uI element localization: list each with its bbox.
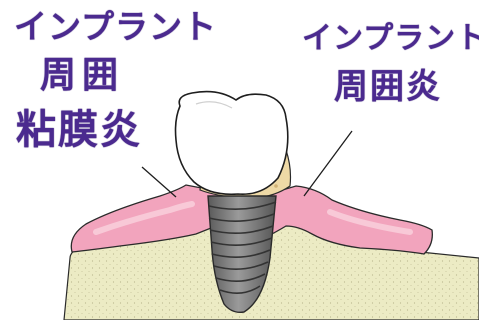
left-label-line2: 周囲	[40, 58, 124, 94]
right-label-line1: インプラント	[302, 24, 479, 54]
tooth-crown-icon	[176, 92, 288, 195]
right-leader-line	[304, 131, 352, 196]
left-label-line3: 粘膜炎	[16, 110, 142, 150]
left-label-line1: インプラント	[14, 10, 217, 43]
left-leader-line	[142, 167, 176, 197]
right-label-line2: 周囲炎	[334, 70, 442, 104]
